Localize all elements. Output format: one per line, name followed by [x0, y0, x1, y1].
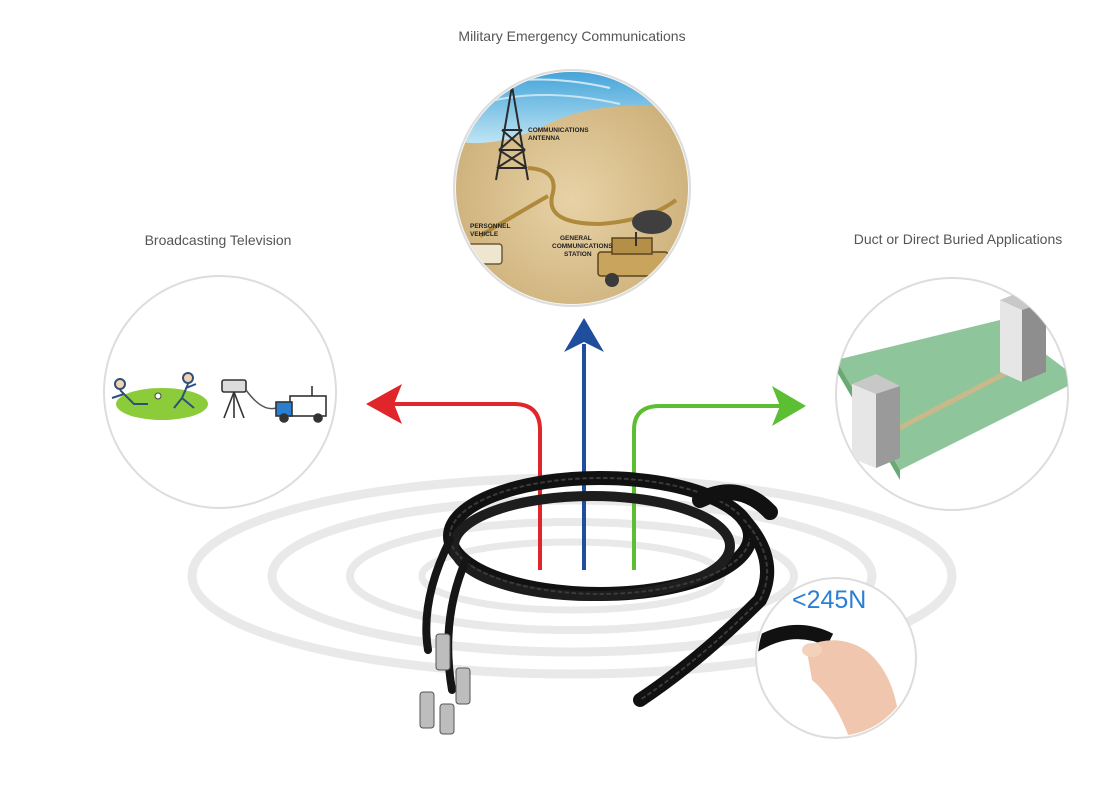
antenna-tower-icon — [495, 85, 529, 181]
military-truck-icon — [597, 210, 672, 287]
arrow-left-icon — [366, 384, 542, 570]
soccer-players-icon — [111, 372, 197, 409]
military-scene-circle: COMMUNICATIONS ANTENNA PERSONNEL VEHICLE… — [453, 69, 691, 307]
broadcast-van-icon — [275, 386, 327, 423]
armored-cable-coil — [422, 471, 778, 707]
duct-scene-circle — [835, 277, 1069, 511]
arrow-up-icon — [564, 318, 604, 570]
caption-broadcasting: Broadcasting Television — [144, 232, 292, 248]
caption-military: Military Emergency Communications — [458, 28, 686, 44]
label-station-3: STATION — [564, 251, 592, 258]
caption-duct-buried: Duct or Direct Buried Applications — [853, 231, 1063, 247]
building-left-icon — [852, 374, 900, 468]
label-personnel-1: PERSONNEL — [470, 223, 510, 230]
lc-connector-icon — [419, 633, 471, 735]
video-camera-tripod-icon — [221, 379, 247, 419]
label-comms-antenna-2: ANTENNA — [528, 135, 560, 142]
label-station-1: GENERAL — [560, 235, 592, 242]
label-comms-antenna-1: COMMUNICATIONS — [528, 127, 589, 134]
hand-pull-circle — [755, 577, 917, 739]
building-right-icon — [1000, 292, 1046, 382]
label-station-2: COMMUNICATIONS — [552, 243, 613, 250]
arrow-right-icon — [632, 386, 806, 570]
broadcast-scene-circle — [103, 275, 337, 509]
label-personnel-2: VEHICLE — [470, 231, 499, 238]
tensile-force-label: <245N — [792, 586, 867, 614]
